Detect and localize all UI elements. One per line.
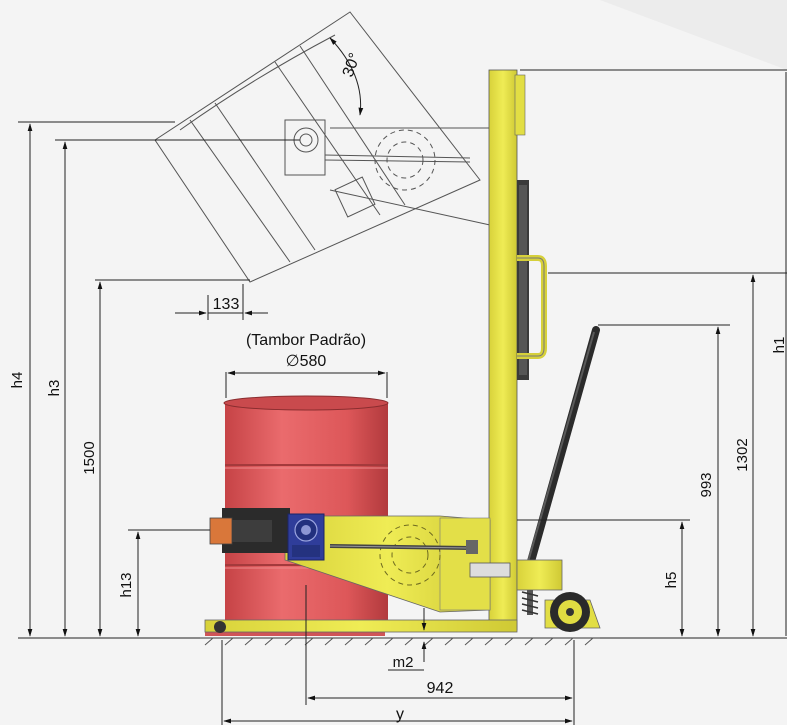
- dim-h13: h13: [118, 531, 141, 637]
- dim-1302: 1302: [734, 274, 756, 637]
- m2-label: m2: [393, 654, 414, 671]
- dim-h1: h1: [771, 72, 787, 636]
- h13-label: h13: [118, 572, 135, 597]
- tilted-drum-outline: [154, 11, 491, 283]
- dim-drum-diameter: (Tambor Padrão) ∅580: [225, 332, 388, 398]
- dim-h3: h3: [46, 141, 68, 637]
- push-handle: [526, 326, 600, 569]
- y-label: y: [396, 706, 404, 723]
- dim-993: 993: [698, 326, 721, 637]
- dim-h4: h4: [9, 123, 33, 637]
- dim-1500: 1500: [81, 281, 103, 637]
- dim-942: 942: [305, 585, 575, 725]
- h5-label: h5: [663, 572, 680, 589]
- width-942-label: 942: [427, 680, 454, 697]
- base-frame: [204, 559, 601, 633]
- clamp-carriage: [209, 508, 511, 613]
- ground-line: [195, 637, 600, 646]
- dim-h5: h5: [663, 521, 685, 637]
- h4-label: h4: [9, 372, 26, 389]
- left-extension-lines: [18, 121, 300, 639]
- dim-y: y: [221, 640, 573, 725]
- offset-133-label: 133: [213, 296, 240, 313]
- dim-m2: m2: [388, 608, 427, 671]
- dim-133: 133: [175, 284, 268, 320]
- h3-label: h3: [46, 380, 63, 397]
- diameter-label: ∅580: [286, 353, 327, 370]
- height-1302-label: 1302: [734, 438, 751, 471]
- right-extension-lines: [517, 69, 787, 639]
- h1-label: h1: [771, 337, 787, 354]
- mast: [488, 69, 547, 631]
- drum-type-label: (Tambor Padrão): [246, 332, 366, 349]
- height-993-label: 993: [698, 472, 715, 497]
- height-1500-label: 1500: [81, 441, 98, 474]
